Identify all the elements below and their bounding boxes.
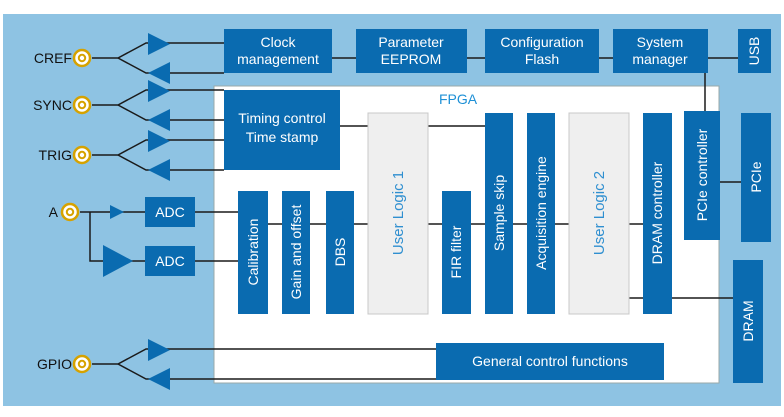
buffer-sync-in — [148, 109, 170, 131]
connector-trig: TRIG — [39, 145, 92, 165]
amplifier-small — [110, 205, 124, 219]
parameter-eeprom-block — [356, 29, 467, 73]
connector-pin-icon — [77, 150, 87, 160]
clock-management-block — [224, 29, 332, 73]
user-logic-1-block — [367, 112, 429, 315]
connector-cref: CREF — [34, 48, 92, 68]
buffers — [103, 33, 170, 390]
calibration-label: Calibration — [245, 219, 261, 286]
wire-gpio-in — [117, 363, 436, 380]
pcie-block — [741, 113, 771, 242]
connector-pin-icon — [77, 53, 87, 63]
usb-label: USB — [746, 37, 762, 66]
wire-cref-out — [92, 42, 224, 59]
wire-sync-out — [92, 89, 224, 106]
gain-offset-block — [282, 191, 310, 314]
general-control-label: General control functions — [472, 353, 628, 369]
connector-gpio: GPIO — [37, 354, 92, 374]
acquisition-engine-block — [527, 113, 555, 314]
buffer-gpio-out — [148, 339, 170, 361]
dbs-label: DBS — [332, 238, 348, 267]
buffer-cref-in — [148, 62, 170, 84]
eeprom-label-1: Parameter — [378, 34, 444, 50]
configuration-flash-block — [485, 29, 599, 73]
amplifier-large — [103, 245, 133, 277]
connector-label: A — [49, 204, 59, 220]
buffer-trig-in — [148, 159, 170, 181]
connector-label: TRIG — [39, 147, 72, 163]
wire-trig-in — [117, 154, 224, 171]
timing-label-2: Time stamp — [246, 129, 319, 145]
blocks: Clock management Parameter EEPROM Config… — [145, 29, 771, 383]
usb-block — [738, 29, 771, 73]
general-control-block — [436, 343, 664, 380]
dbs-block — [326, 191, 354, 314]
connector-a: A — [49, 202, 80, 222]
connector-label: SYNC — [33, 97, 72, 113]
adc-block-2 — [145, 246, 195, 276]
connector-sync: SYNC — [33, 95, 92, 115]
buffer-trig-out — [148, 130, 170, 152]
gain-offset-label: Gain and offset — [288, 205, 304, 300]
pcie-controller-label: PCIe controller — [694, 128, 710, 221]
clock-label-2: management — [237, 51, 319, 67]
timing-control-block — [224, 90, 340, 170]
sysmgr-label-1: System — [637, 34, 684, 50]
dram-label: DRAM — [740, 300, 756, 341]
dram-controller-block — [643, 113, 672, 314]
buffer-gpio-in — [148, 368, 170, 390]
sysmgr-label-2: manager — [632, 51, 688, 67]
connector-pin-icon — [77, 359, 87, 369]
buffer-sync-out — [148, 80, 170, 102]
config-label-2: Flash — [525, 51, 559, 67]
dram-controller-label: DRAM controller — [649, 161, 665, 264]
dram-block — [733, 260, 763, 383]
wire-trig-out — [92, 139, 224, 156]
fpga-label: FPGA — [439, 91, 478, 107]
adc-block-1 — [145, 197, 195, 227]
user-logic-1-label: User Logic 1 — [390, 171, 407, 255]
wire-cref-in — [117, 57, 224, 74]
config-label-1: Configuration — [500, 34, 583, 50]
fir-filter-block — [442, 191, 471, 314]
eeprom-label-2: EEPROM — [381, 51, 442, 67]
connector-label: GPIO — [37, 356, 72, 372]
pcie-controller-block — [684, 111, 720, 240]
calibration-block — [238, 191, 268, 314]
pcie-label: PCIe — [748, 161, 764, 192]
system-manager-block — [613, 29, 708, 73]
clock-label-1: Clock — [260, 34, 296, 50]
connectors: CREF SYNC TRIG A GPIO — [33, 48, 92, 374]
fir-filter-label: FIR filter — [448, 225, 464, 278]
acquisition-label: Acquisition engine — [533, 156, 549, 270]
user-logic-2-label: User Logic 2 — [591, 171, 608, 255]
adc-label-2: ADC — [155, 253, 185, 269]
user-logic-2-block — [568, 112, 630, 315]
connector-pin-icon — [77, 100, 87, 110]
connector-label: CREF — [34, 50, 72, 66]
adc-label-1: ADC — [155, 204, 185, 220]
wire-sync-in — [117, 104, 224, 121]
buffer-cref-out — [148, 33, 170, 55]
connector-pin-icon — [65, 207, 75, 217]
sample-skip-label: Sample skip — [491, 175, 507, 251]
timing-label-1: Timing control — [238, 110, 325, 126]
wire-gpio-out — [92, 348, 436, 365]
sample-skip-block — [485, 113, 513, 314]
